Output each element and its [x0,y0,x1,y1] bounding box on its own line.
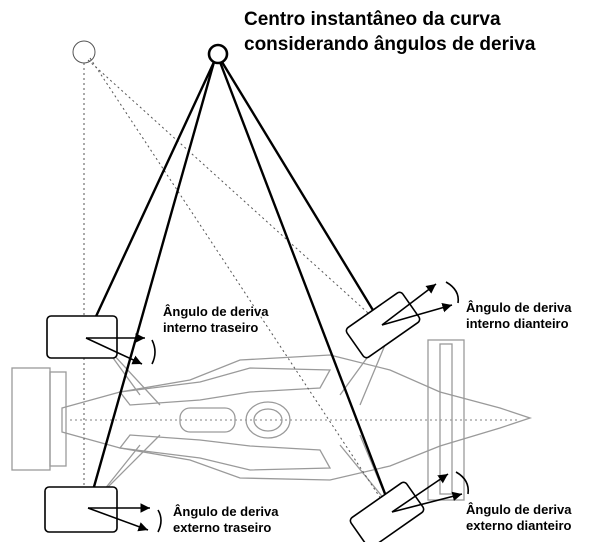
slip-arc-front-outer [455,471,470,495]
label-rear-outer-line-2: externo traseiro [173,520,272,536]
bold-line-rear-outer [86,61,216,509]
title-line-2: considerando ângulos de deriva [244,33,536,55]
front-wing-plane [439,343,453,495]
instant-center-group [84,43,394,513]
vectors-rear-outer [87,503,162,533]
tyre-rear-inner [46,315,118,359]
vectors-rear-inner [85,333,156,365]
cockpit [245,401,291,439]
label-front-inner: Ângulo de deriva interno dianteiro [466,300,571,333]
tyre-rear-outer [44,486,118,533]
heading-arrow-front-inner [381,283,437,326]
label-front-outer-line-1: Ângulo de deriva [466,502,572,517]
bold-line-rear-inner [84,61,216,339]
heading-arrow-front-outer [391,473,449,513]
dotted-line-front-inner [87,59,379,323]
rear-wing-endplate [49,371,67,467]
slip-arc-front-inner [445,281,460,304]
label-rear-inner: Ângulo de deriva interno traseiro [163,304,268,337]
front-wing [427,339,465,501]
rear-wing [11,367,51,471]
sidepod-top [118,367,332,406]
label-front-inner-line-1: Ângulo de deriva [466,300,572,315]
vectors-front-inner [381,281,460,326]
front-suspension [339,339,386,501]
label-front-outer-line-2: externo dianteiro [466,518,572,534]
label-rear-inner-line-2: interno traseiro [163,320,259,336]
velocity-arrow-rear-inner [85,337,143,365]
velocity-arrow-front-inner [381,303,453,326]
slip-arc-rear-inner [151,339,156,365]
race-car-outline [11,339,533,501]
driver-helmet [253,408,283,432]
vectors-front-outer [391,471,470,513]
label-rear-outer-line-1: Ângulo de deriva [173,504,279,519]
dotted-line-front-outer [89,57,386,506]
tyre-front-outer [349,481,425,547]
instant-center-circle [207,43,229,65]
bold-line-front-outer [218,61,394,513]
slip-arc-rear-outer [157,509,162,533]
diagram-title: Centro instantâneo da curva considerando… [244,8,535,57]
velocity-arrow-front-outer [391,491,463,513]
label-front-outer: Ângulo de deriva externo dianteiro [466,502,571,535]
label-rear-inner-line-1: Ângulo de deriva [163,304,269,319]
velocity-arrow-rear-outer [87,507,149,532]
chassis [61,354,533,481]
label-rear-outer: Ângulo de deriva externo traseiro [173,504,278,537]
title-line-1: Centro instantâneo da curva [244,9,501,30]
sidepod-bottom [118,434,332,471]
kinematic-center-group [72,40,386,510]
rear-suspension [99,339,161,496]
kinematic-center-circle [72,40,96,64]
label-front-inner-line-2: interno dianteiro [466,316,569,332]
bold-line-front-inner [220,61,384,326]
